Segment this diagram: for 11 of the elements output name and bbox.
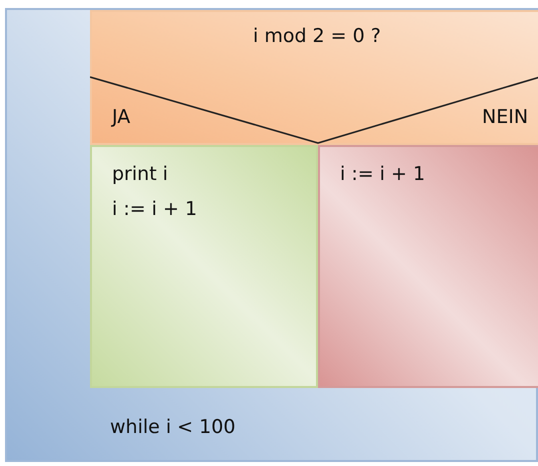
loop-block bbox=[5, 8, 538, 462]
statement-text: i := i + 1 bbox=[340, 162, 426, 186]
loop-condition: while i < 100 bbox=[110, 415, 236, 439]
statement-block bbox=[90, 145, 318, 388]
branch-label: JA bbox=[112, 105, 130, 129]
statement-block bbox=[318, 145, 538, 388]
decision-block bbox=[90, 10, 538, 145]
decision-condition: i mod 2 = 0 ? bbox=[253, 24, 381, 48]
statement-text: i := i + 1 bbox=[112, 197, 198, 221]
statement-text: print i bbox=[112, 162, 168, 186]
branch-label: NEIN bbox=[482, 105, 528, 129]
